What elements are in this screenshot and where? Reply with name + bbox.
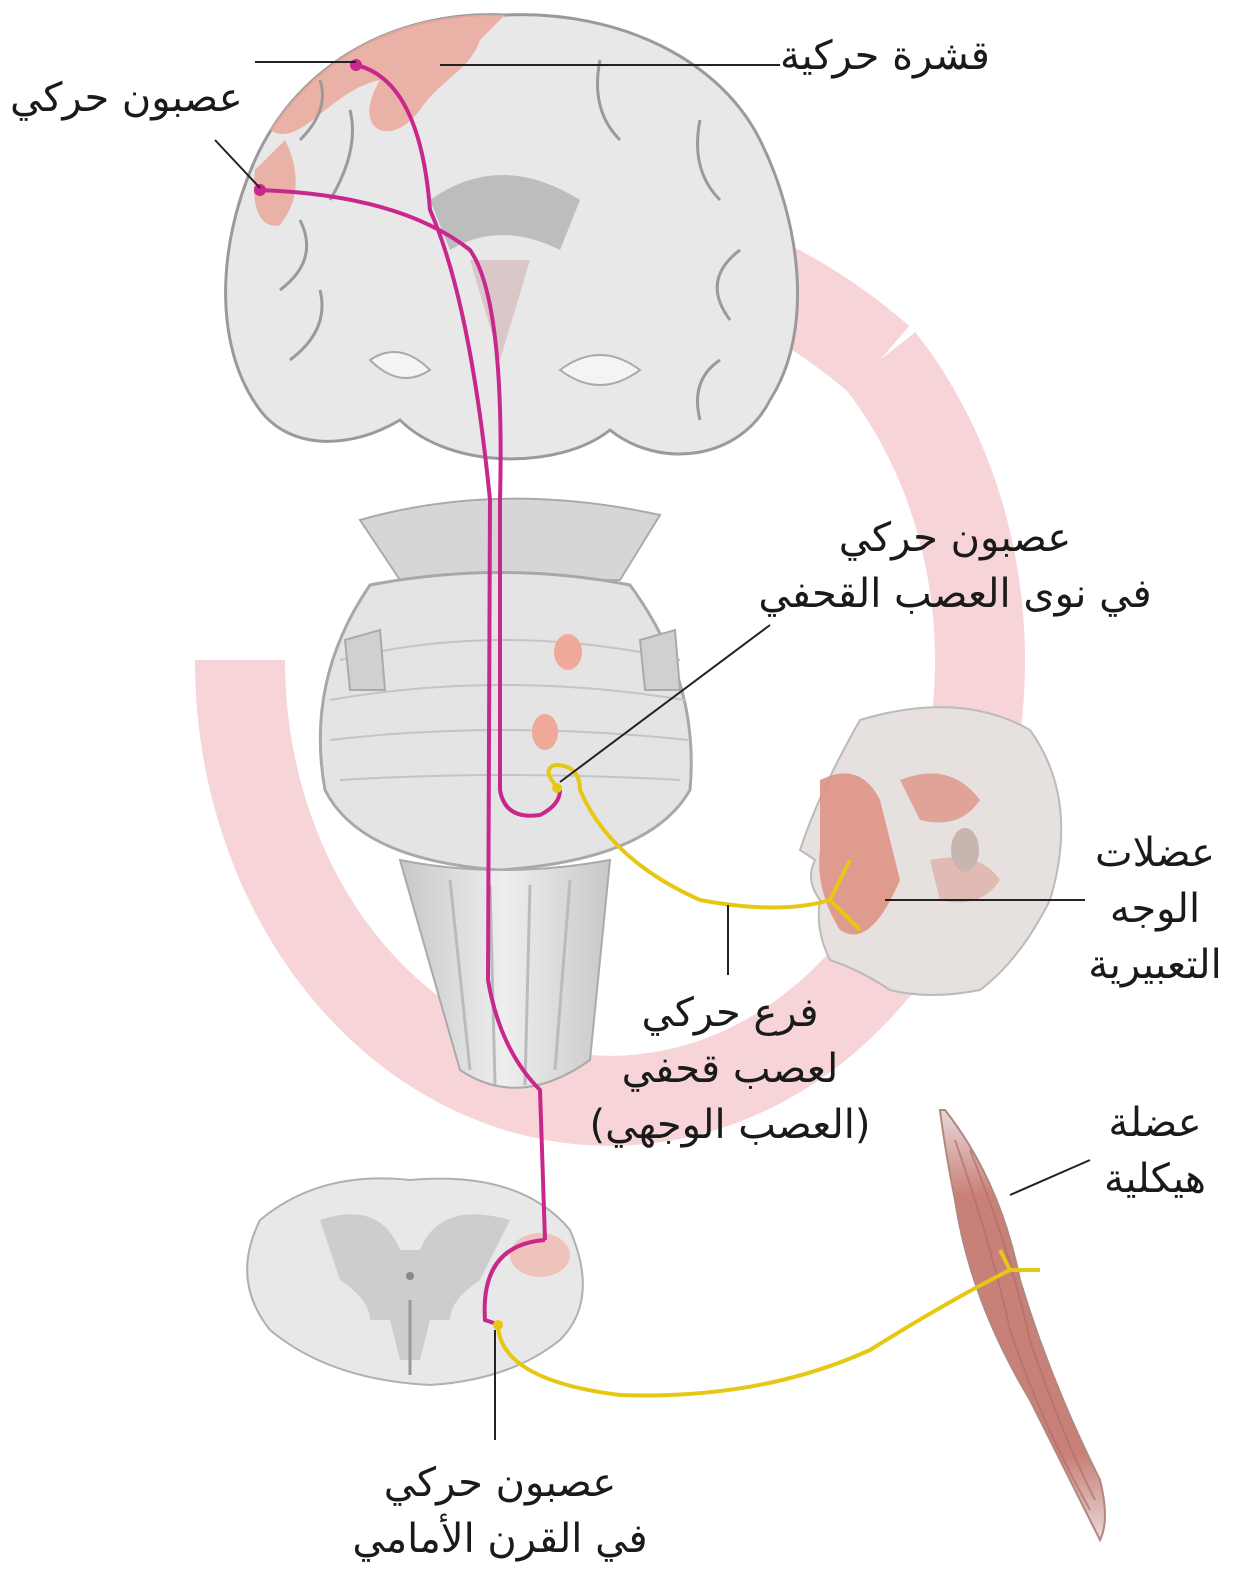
- label-skeletal-muscle: عضلة هيكلية: [1080, 1095, 1230, 1207]
- label-facial-muscles: عضلات الوجه التعبيرية: [1075, 825, 1235, 993]
- label-motor-cortex: قشرة حركية: [780, 28, 990, 84]
- upper-neuron-soma-2: [254, 184, 266, 196]
- cranial-neuron-soma: [552, 783, 562, 793]
- spinal-cord-section: [247, 1178, 583, 1385]
- label-upper-motor-neuron: عصبون حركي: [10, 70, 243, 126]
- upper-neuron-soma-1: [350, 59, 362, 71]
- head-facial-muscles: [800, 707, 1061, 995]
- label-cranial-motor-neuron: عصبون حركي في نوى العصب القحفي: [710, 510, 1200, 622]
- label-motor-branch: فرع حركي لعصب قحفي (العصب الوجهي): [565, 985, 895, 1153]
- anterior-horn-soma: [493, 1320, 503, 1330]
- label-anterior-horn-neuron: عصبون حركي في القرن الأمامي: [310, 1455, 690, 1567]
- brain-coronal-section: [226, 15, 798, 459]
